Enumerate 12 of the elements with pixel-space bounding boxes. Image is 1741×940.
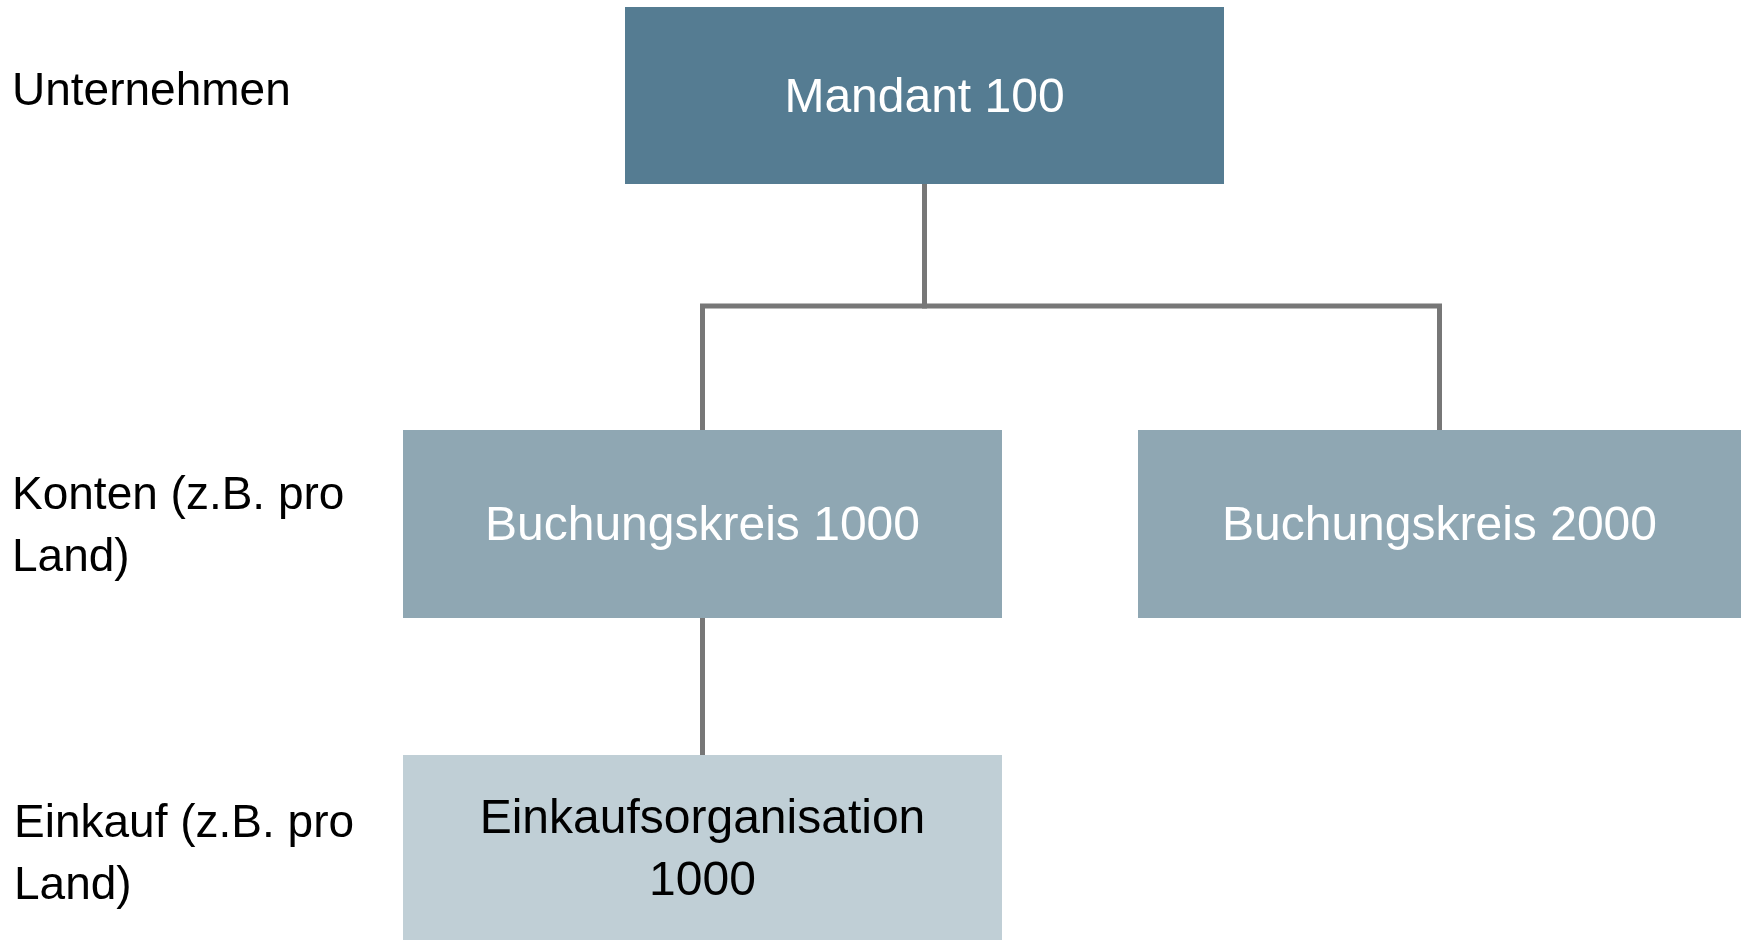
org-unit-box <box>403 430 1002 618</box>
box-text: Mandant 100 <box>783 67 1066 124</box>
level-label: Unternehmen <box>12 62 292 117</box>
box-text: Buchungskreis 1000 <box>484 496 921 552</box>
box-text: Einkaufsorganisation 1000 <box>478 788 927 907</box>
box-text: Buchungskreis 2000 <box>1221 496 1658 552</box>
connector-line <box>700 618 705 755</box>
org-unit-box <box>625 7 1224 184</box>
org-unit-box <box>403 755 1002 940</box>
org-unit-box <box>1138 430 1741 618</box>
level-label: Einkauf (z.B. pro Land) <box>14 794 356 911</box>
level-label: Konten (z.B. pro Land) <box>12 466 346 583</box>
